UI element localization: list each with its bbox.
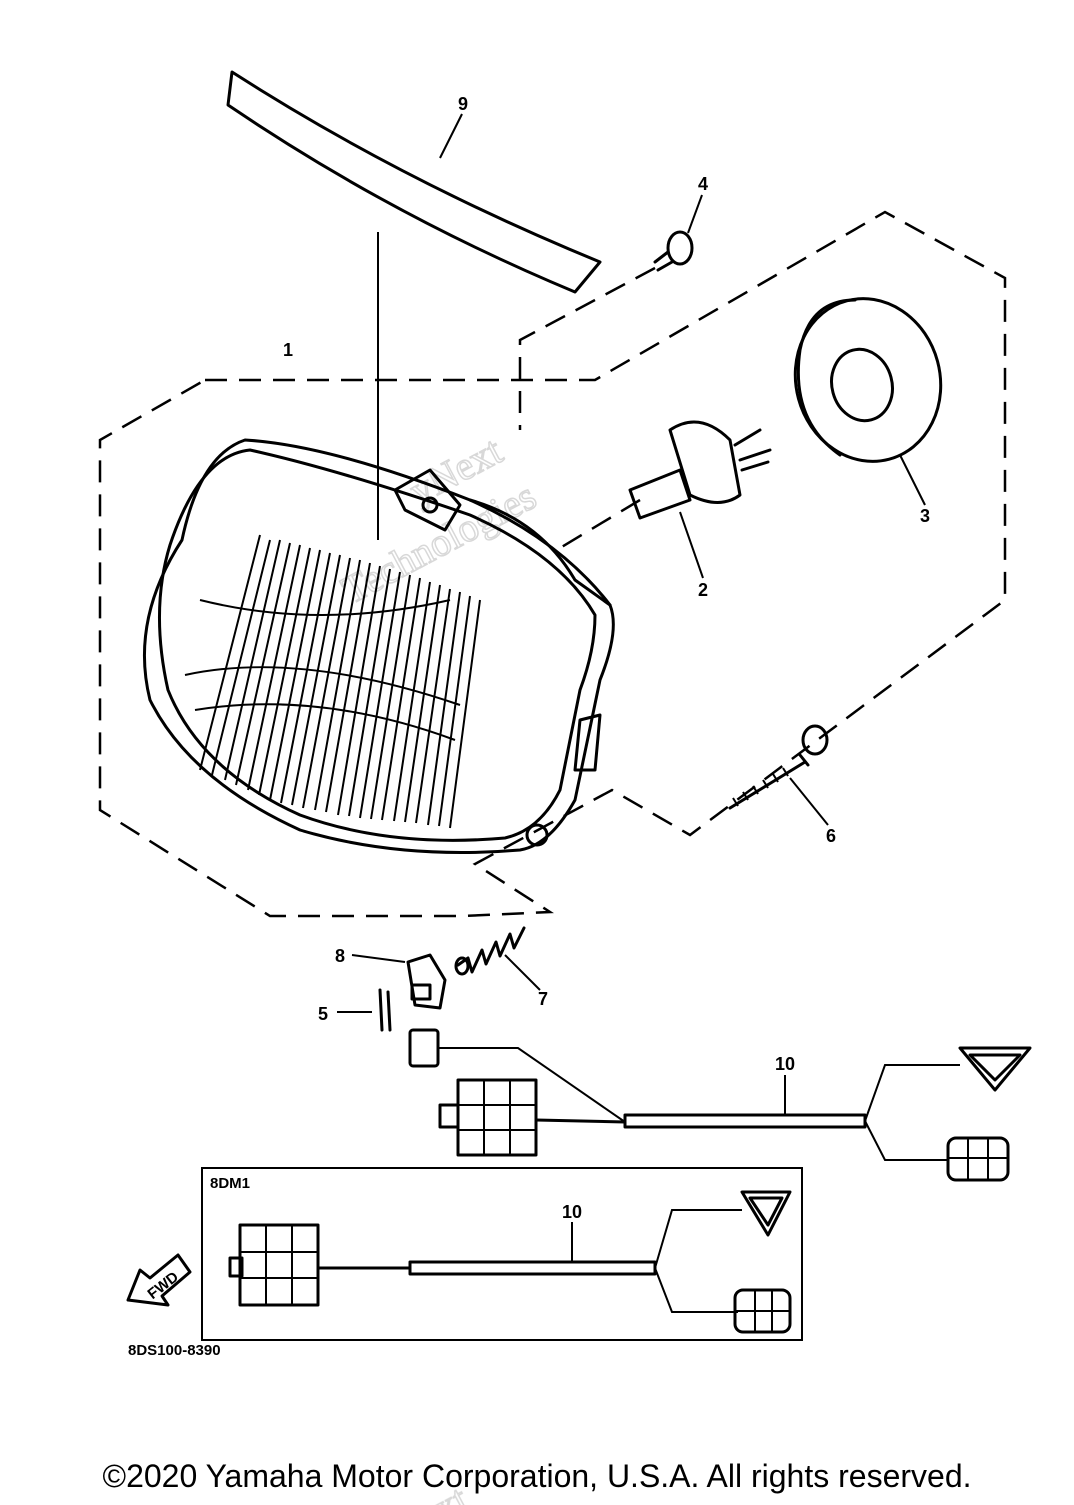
bulb-cover-part-3 [793,297,943,506]
lens-pattern [184,534,481,829]
bulb-part-2 [559,420,772,579]
callout-10-variant: 10 [562,1202,582,1222]
callout-9: 9 [458,94,468,114]
callout-5: 5 [318,1004,328,1024]
variant-label: 8DM1 [210,1175,250,1192]
variant-box-8dm1 [201,1167,803,1341]
headlight-part-1 [142,438,615,854]
screw-part-4 [518,194,703,430]
diagram-code: 8DS100-8390 [128,1342,221,1359]
callout-6: 6 [826,826,836,846]
callout-3: 3 [920,506,930,526]
forward-arrow-icon [126,1253,192,1307]
copyright-notice: ©2020 Yamaha Motor Corporation, U.S.A. A… [102,1458,972,1494]
visor-strip-part-9 [226,70,602,540]
adjusting-screw-part-6 [728,724,829,826]
clip-part-8 [351,953,447,1010]
spring-part-7 [454,926,541,991]
callout-10: 10 [775,1054,795,1074]
callout-7: 7 [538,989,548,1009]
pin-part-5 [337,988,392,1032]
callout-1: 1 [283,340,293,360]
callout-8: 8 [335,946,345,966]
wire-harness-part-10 [408,1028,1032,1182]
callout-4: 4 [698,174,708,194]
callout-2: 2 [698,580,708,600]
